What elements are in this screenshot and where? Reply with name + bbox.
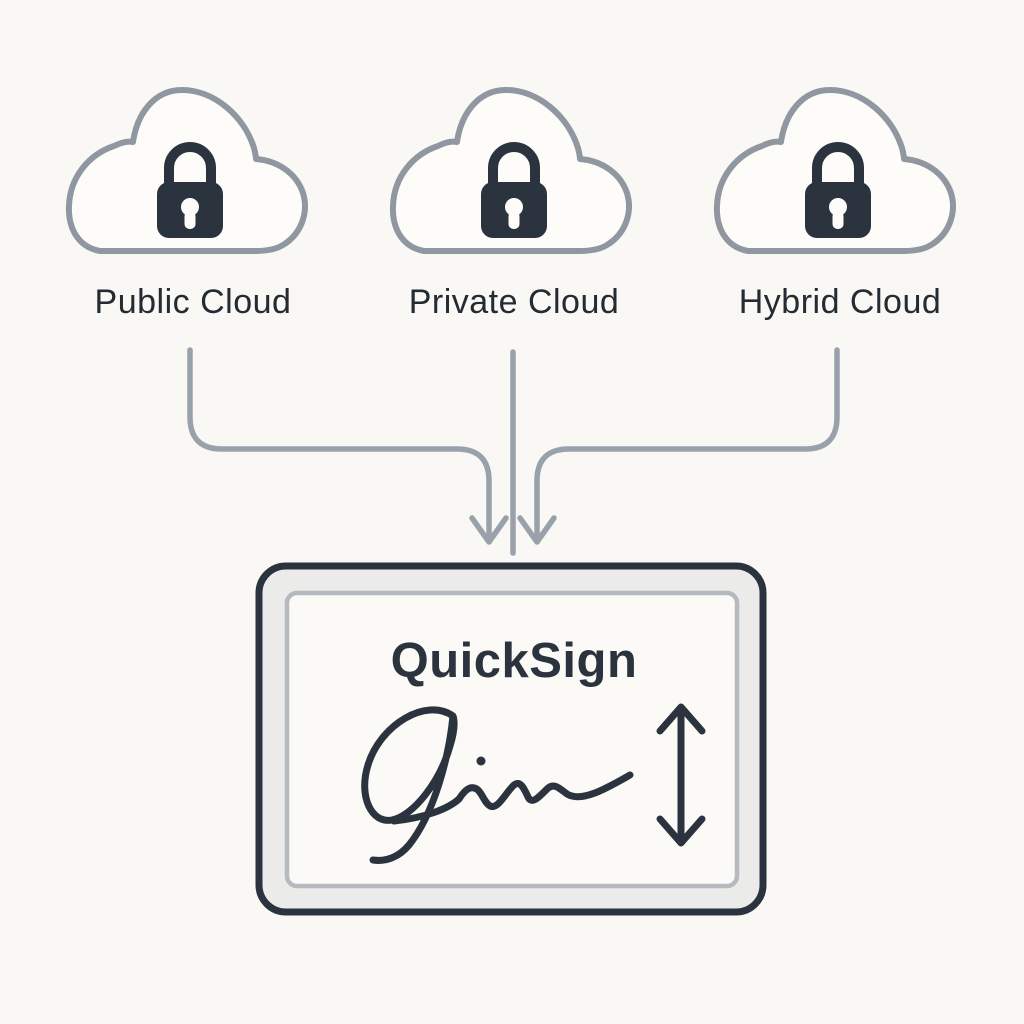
signature-tablet: QuickSign — [255, 562, 767, 916]
connector-left — [187, 347, 492, 541]
connector-left-arrowhead-icon — [469, 515, 509, 545]
handwritten-signature-icon — [361, 706, 634, 864]
connector-lines — [187, 347, 840, 556]
tablet-screen — [284, 590, 740, 889]
private-cloud-label: Private Cloud — [409, 283, 620, 321]
hybrid-cloud-label: Hybrid Cloud — [739, 283, 942, 321]
connector-right-arrowhead-icon — [517, 515, 557, 545]
device-title: QuickSign — [391, 634, 638, 688]
public-cloud-label: Public Cloud — [95, 283, 292, 321]
public-cloud-group: Public Cloud — [69, 90, 305, 321]
private-cloud-group: Private Cloud — [393, 90, 629, 321]
vertical-double-arrow-icon — [656, 703, 706, 847]
hybrid-cloud-group: Hybrid Cloud — [717, 90, 953, 321]
connector-right — [534, 347, 840, 541]
